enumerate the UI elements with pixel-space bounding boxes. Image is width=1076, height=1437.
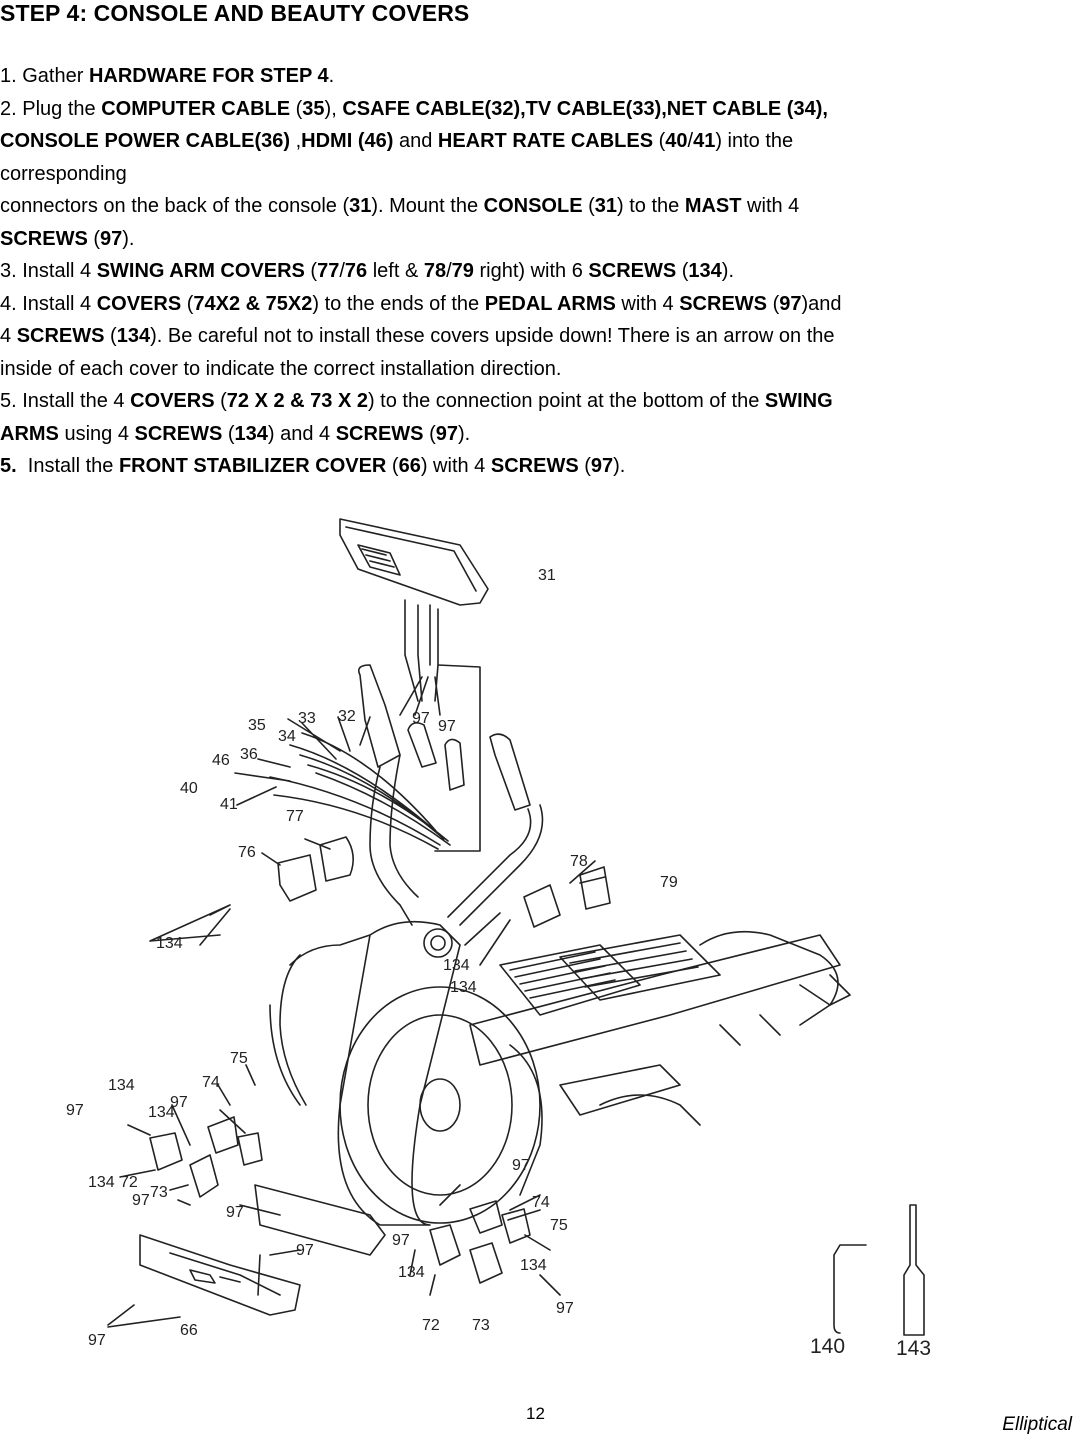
part-label: 31 bbox=[538, 567, 556, 584]
instruction-line: ARMS using 4 SCREWS (134) and 4 SCREWS (… bbox=[0, 422, 471, 445]
part-label: 74 bbox=[532, 1194, 550, 1211]
part-label: 36 bbox=[240, 746, 258, 763]
part-label: 97 bbox=[438, 718, 456, 735]
part-label: 75 bbox=[550, 1217, 568, 1234]
part-label: 75 bbox=[230, 1050, 248, 1067]
part-label: 73 bbox=[472, 1317, 490, 1334]
instruction-line: CONSOLE POWER CABLE(36) ,HDMI (46) and H… bbox=[0, 130, 794, 152]
part-labels: 31 97 97 35 33 32 34 46 36 40 41 77 76 134 78 79 134 134 1… bbox=[66, 567, 678, 1349]
instruction-line: connectors on the back of the console (3… bbox=[0, 195, 800, 217]
part-label: 46 bbox=[212, 752, 230, 769]
part-label: 79 bbox=[660, 874, 678, 891]
instruction-line: corresponding bbox=[0, 162, 127, 185]
part-label: 134 bbox=[398, 1264, 425, 1281]
instruction-line: 5. Install the FRONT STABILIZER COVER (6… bbox=[0, 455, 626, 477]
part-label: 97 bbox=[88, 1332, 106, 1349]
tool-label: 140 bbox=[810, 1335, 845, 1358]
part-label: 97 bbox=[512, 1157, 530, 1174]
part-label: 76 bbox=[238, 844, 256, 861]
part-label: 73 bbox=[150, 1184, 168, 1201]
instruction-line: 4 SCREWS (134). Be careful not to instal… bbox=[0, 325, 835, 347]
page-number: 12 bbox=[526, 1404, 545, 1423]
part-label: 77 bbox=[286, 808, 304, 825]
part-label: 97 bbox=[132, 1192, 150, 1209]
part-label: 134 bbox=[108, 1077, 135, 1094]
console-drawing bbox=[339, 518, 489, 606]
part-label: 134 bbox=[148, 1104, 175, 1121]
part-label: 134 bbox=[450, 979, 477, 996]
instruction-line: 2. Plug the COMPUTER CABLE (35), CSAFE C… bbox=[0, 97, 828, 120]
part-label: 66 bbox=[180, 1322, 198, 1339]
part-label: 97 bbox=[296, 1242, 314, 1259]
part-label: 35 bbox=[248, 717, 266, 734]
assembly-diagram: 31 97 97 35 33 32 34 46 36 40 41 77 76 134 78 79 134 134 1… bbox=[66, 518, 931, 1360]
instruction-line: inside of each cover to indicate the cor… bbox=[0, 357, 562, 380]
instruction-line: 1. Gather HARDWARE FOR STEP 4. bbox=[0, 65, 335, 87]
part-label: 40 bbox=[180, 780, 198, 797]
part-label: 78 bbox=[570, 853, 588, 870]
tool-labels: 140 143 bbox=[810, 1335, 931, 1360]
tool-label: 143 bbox=[896, 1337, 931, 1360]
part-label: 74 bbox=[202, 1074, 220, 1091]
screwdriver-tool bbox=[903, 1204, 925, 1336]
part-label: 134 bbox=[156, 935, 183, 952]
part-label: 32 bbox=[338, 708, 356, 725]
part-label: 134 bbox=[443, 957, 470, 974]
part-label: 97 bbox=[412, 710, 430, 727]
hex-key-tool bbox=[833, 1244, 867, 1334]
instruction-line: 5. Install the 4 COVERS (72 X 2 & 73 X 2… bbox=[0, 390, 833, 412]
footer-label: Elliptical bbox=[1002, 1414, 1072, 1435]
step-title: STEP 4: CONSOLE AND BEAUTY COVERS bbox=[0, 0, 470, 26]
instruction-line: 3. Install 4 SWING ARM COVERS (77/76 lef… bbox=[0, 260, 735, 282]
part-label: 97 bbox=[226, 1204, 244, 1221]
part-label: 134 bbox=[520, 1257, 547, 1274]
part-label: 41 bbox=[220, 796, 238, 813]
part-label: 33 bbox=[298, 710, 316, 727]
instructions: 1. Gather HARDWARE FOR STEP 4. 2. Plug th… bbox=[0, 60, 1070, 483]
part-label: 97 bbox=[556, 1300, 574, 1317]
part-label: 34 bbox=[278, 728, 296, 745]
part-label: 72 bbox=[422, 1317, 440, 1334]
part-label: 134 bbox=[88, 1174, 115, 1191]
part-label: 72 bbox=[120, 1174, 138, 1191]
part-label: 97 bbox=[170, 1094, 188, 1111]
part-label: 97 bbox=[66, 1102, 84, 1119]
instruction-line: SCREWS (97). bbox=[0, 227, 135, 250]
instruction-line: 4. Install 4 COVERS (74X2 & 75X2) to the… bbox=[0, 292, 842, 315]
part-label: 97 bbox=[392, 1232, 410, 1249]
